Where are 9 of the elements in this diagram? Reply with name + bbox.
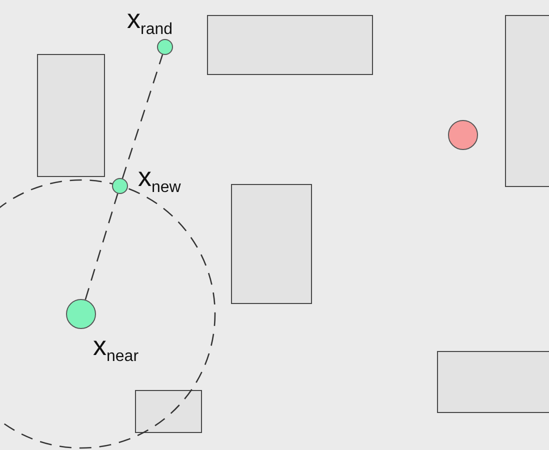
nearest-node-point	[66, 299, 96, 329]
connector-line	[84, 193, 118, 300]
goal-point	[448, 120, 478, 150]
point-label: x$_{rand}$	[127, 6, 173, 38]
new-node-point	[112, 178, 128, 194]
point-label: x$_{near}$	[93, 333, 139, 365]
connector-line	[122, 54, 164, 179]
sample-point	[157, 39, 173, 55]
point-label: x$_{new}$	[138, 164, 181, 196]
